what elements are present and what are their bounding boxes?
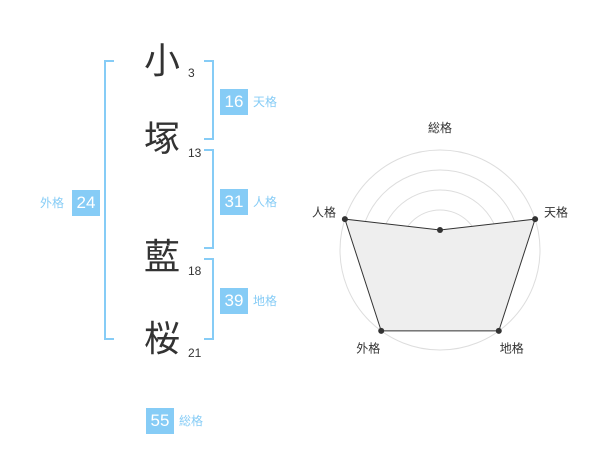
radar-point	[532, 216, 539, 223]
radar-axis-label: 地格	[500, 341, 524, 356]
gaikaku-value: 24	[72, 190, 100, 216]
gaikaku-label: 外格	[40, 196, 65, 210]
stroke-count-1: 3	[188, 66, 195, 80]
name-char-3: 藍	[143, 237, 180, 278]
radar-point	[437, 227, 443, 233]
jinkaku-bracket	[204, 149, 214, 249]
chikaku-value: 39	[220, 288, 248, 314]
radar-point	[378, 327, 385, 334]
radar-point	[341, 216, 348, 223]
name-char-1: 小	[143, 41, 180, 82]
chikaku-bracket	[204, 258, 214, 340]
jinkaku-value: 31	[220, 189, 248, 215]
stroke-count-3: 18	[188, 264, 202, 278]
soukaku-value: 55	[146, 408, 174, 434]
radar-axis-label: 人格	[312, 204, 336, 219]
jinkaku-label: 人格	[253, 195, 278, 209]
radar-grid-ring	[339, 149, 541, 351]
chikaku-label: 地格	[253, 294, 278, 308]
tenkaku-label: 天格	[253, 95, 278, 109]
stroke-count-2: 13	[188, 146, 202, 160]
radar-axis-label: 天格	[544, 204, 568, 219]
gaikaku-bracket	[104, 60, 114, 340]
radar-axis-label: 総格	[428, 120, 452, 135]
stroke-count-4: 21	[188, 346, 202, 360]
name-char-4: 桜	[143, 319, 180, 360]
tenkaku-bracket	[204, 60, 214, 140]
radar-points	[341, 216, 539, 334]
name-char-2: 塚	[143, 119, 180, 160]
radar-point	[495, 327, 502, 334]
soukaku-label: 総格	[179, 414, 204, 428]
radar-area	[344, 218, 536, 332]
radar-axis-label: 外格	[356, 341, 380, 356]
tenkaku-value: 16	[220, 89, 248, 115]
